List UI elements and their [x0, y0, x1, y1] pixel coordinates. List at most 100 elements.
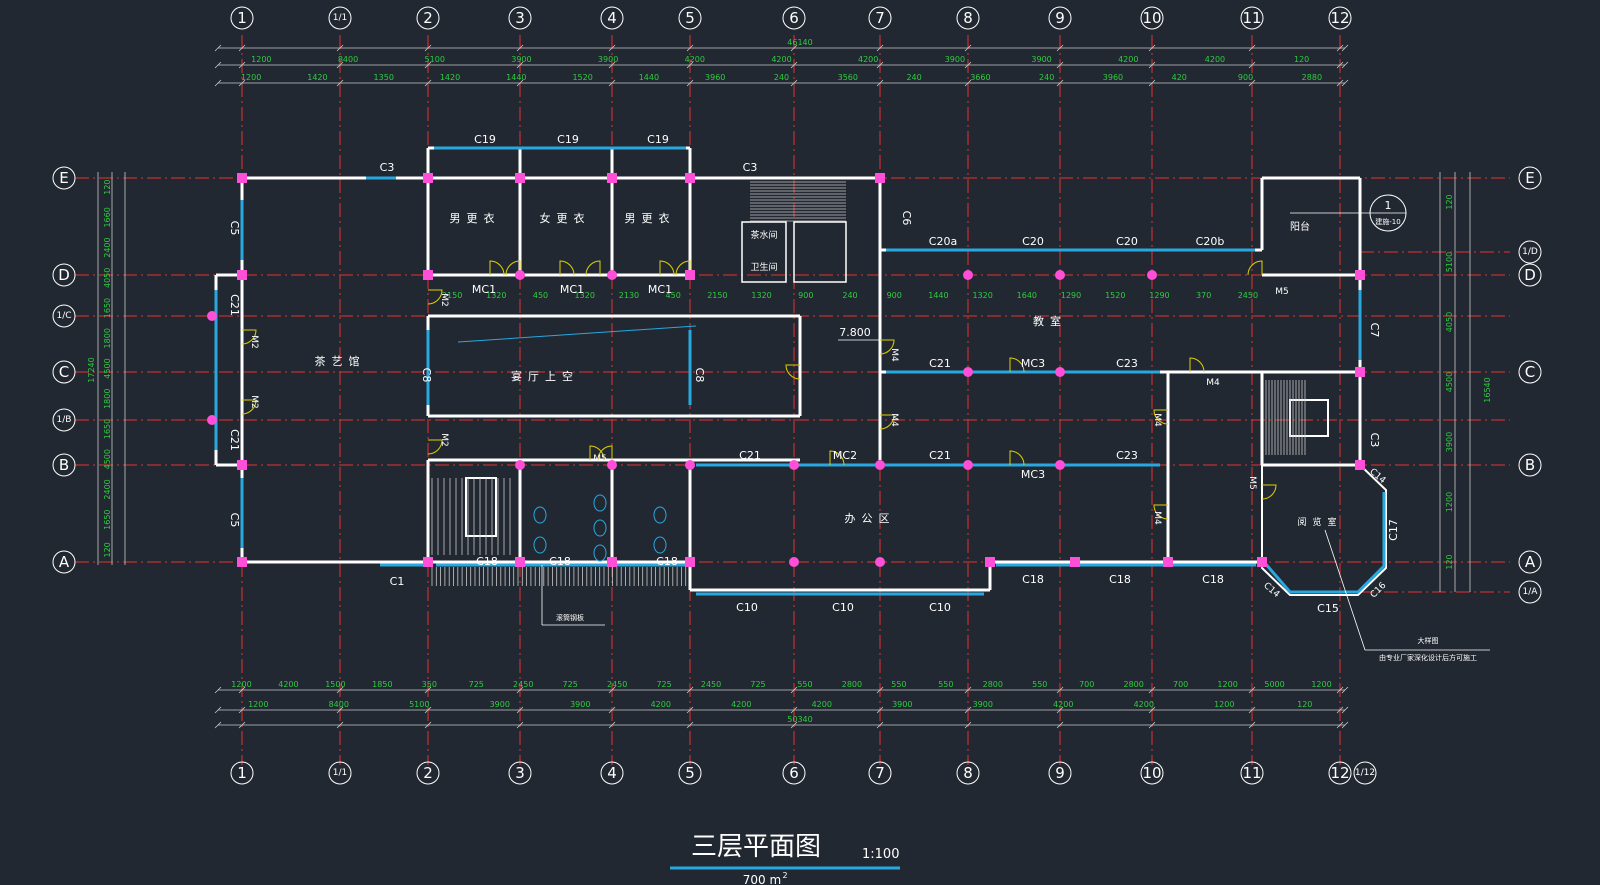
dim-tick: [1336, 686, 1344, 694]
column-round: [607, 270, 617, 280]
dim-left-total: 17240: [87, 357, 96, 382]
dim-value: 3960: [705, 73, 725, 82]
dim-tick: [686, 706, 694, 714]
dim-tick: [1341, 721, 1349, 729]
axis-bubble-label: 2: [423, 764, 433, 782]
dim-tick: [790, 79, 798, 87]
label-m2-c: M2: [249, 335, 259, 349]
label-m2-a: M2: [439, 293, 449, 307]
dim-tick: [1336, 61, 1344, 69]
axis-bubble-circle: [1240, 6, 1264, 30]
note-stair: 滚筒钢板: [556, 613, 584, 622]
dim-value: 120: [103, 542, 112, 557]
axis-bubble-label: 10: [1142, 764, 1161, 782]
door-swing: [879, 339, 895, 355]
dim-value: 4200: [1053, 700, 1073, 709]
axis-bubble-label: 10: [1142, 9, 1161, 27]
drawing-title: 三层平面图: [691, 832, 821, 862]
label-c18-e: C18: [1109, 573, 1131, 586]
dim-tick: [336, 706, 344, 714]
label-c20-a: C20: [1022, 235, 1044, 248]
column-round: [515, 270, 525, 280]
axis-bubble-label: 12: [1330, 9, 1349, 27]
label-c19-c: C19: [647, 133, 669, 146]
axis-bubble-circle: [1518, 580, 1542, 604]
label-c15: C15: [1317, 602, 1339, 615]
axis-bubble-label: 7: [875, 764, 885, 782]
axis-bubble-circle: [1518, 550, 1542, 574]
dim-value: 5100: [1445, 252, 1454, 272]
room-men-changing-2: 男更衣: [625, 211, 676, 225]
dim-value: 4050: [103, 268, 112, 288]
axis-bubble-label: 1/1: [333, 768, 347, 778]
dim-value: 2150: [707, 291, 727, 300]
dim-value: 700: [1079, 680, 1094, 689]
dim-tick: [1148, 686, 1156, 694]
dim-value: 900: [798, 291, 813, 300]
column-square: [515, 557, 525, 567]
label-c5-b: C5: [228, 513, 241, 528]
axis-bubble-circle: [52, 166, 76, 190]
dim-tick: [336, 686, 344, 694]
door-swing: [1261, 484, 1277, 500]
door-swing: [879, 414, 895, 430]
dim-value: 2800: [983, 680, 1003, 689]
door-swing: [1247, 260, 1263, 276]
column-square: [685, 173, 695, 183]
dim-value: 370: [1196, 291, 1211, 300]
dim-tick: [1341, 61, 1349, 69]
column-round: [1055, 460, 1065, 470]
toilet-fixture: [533, 506, 547, 524]
label-c20a: C20a: [929, 235, 957, 248]
dim-value: 240: [906, 73, 921, 82]
label-c18-a: C18: [476, 555, 498, 568]
dim-tick: [1248, 61, 1256, 69]
column-round: [207, 311, 217, 321]
dim-value: 4500: [103, 358, 112, 378]
dim-value: 1320: [486, 291, 506, 300]
axis-bubble-circle: [52, 408, 76, 432]
dim-value: 240: [1039, 73, 1054, 82]
label-mc1-b: MC1: [560, 283, 584, 296]
room-office: 办公区: [845, 512, 896, 525]
dim-tick: [1248, 721, 1256, 729]
dim-tick: [336, 44, 344, 52]
dim-tick: [876, 79, 884, 87]
dim-tick: [1341, 79, 1349, 87]
column-round: [607, 460, 617, 470]
note-specialist: 由专业厂家深化设计后方可施工: [1379, 653, 1477, 662]
dim-value: 1200: [251, 55, 271, 64]
axis-bubble-circle: [600, 761, 624, 785]
dim-value: 900: [1238, 73, 1253, 82]
door-swing: [659, 260, 675, 276]
dim-value: 725: [469, 680, 484, 689]
label-mc3-a: MC3: [1021, 357, 1045, 370]
dim-value: 1800: [103, 328, 112, 348]
axis-bubble-circle: [678, 761, 702, 785]
label-c3-c: C3: [1368, 433, 1381, 448]
axis-bubble-label: 1/C: [56, 311, 71, 321]
dim-tick: [214, 61, 222, 69]
dim-tick: [424, 61, 432, 69]
dim-value: 3900: [511, 55, 531, 64]
axis-bubble-label: 12: [1330, 764, 1349, 782]
label-c20-b: C20: [1116, 235, 1138, 248]
dim-value: 240: [842, 291, 857, 300]
toilet-fixture: [653, 506, 667, 524]
dim-tick: [336, 61, 344, 69]
column-square: [1355, 270, 1365, 280]
label-m4-e: M4: [1152, 511, 1162, 525]
dim-value: 4050: [1445, 312, 1454, 332]
dim-tick: [686, 44, 694, 52]
dim-value: 1200: [231, 680, 251, 689]
dim-tick: [1056, 686, 1064, 694]
room-balcony: 阳台: [1290, 220, 1310, 233]
dim-value: 4500: [103, 449, 112, 469]
dim-value: 3900: [1031, 55, 1051, 64]
column-square: [1355, 460, 1365, 470]
dim-tick: [790, 61, 798, 69]
door-swing: [1153, 504, 1169, 520]
dim-tick: [1056, 79, 1064, 87]
area-sup: 2: [782, 871, 787, 880]
